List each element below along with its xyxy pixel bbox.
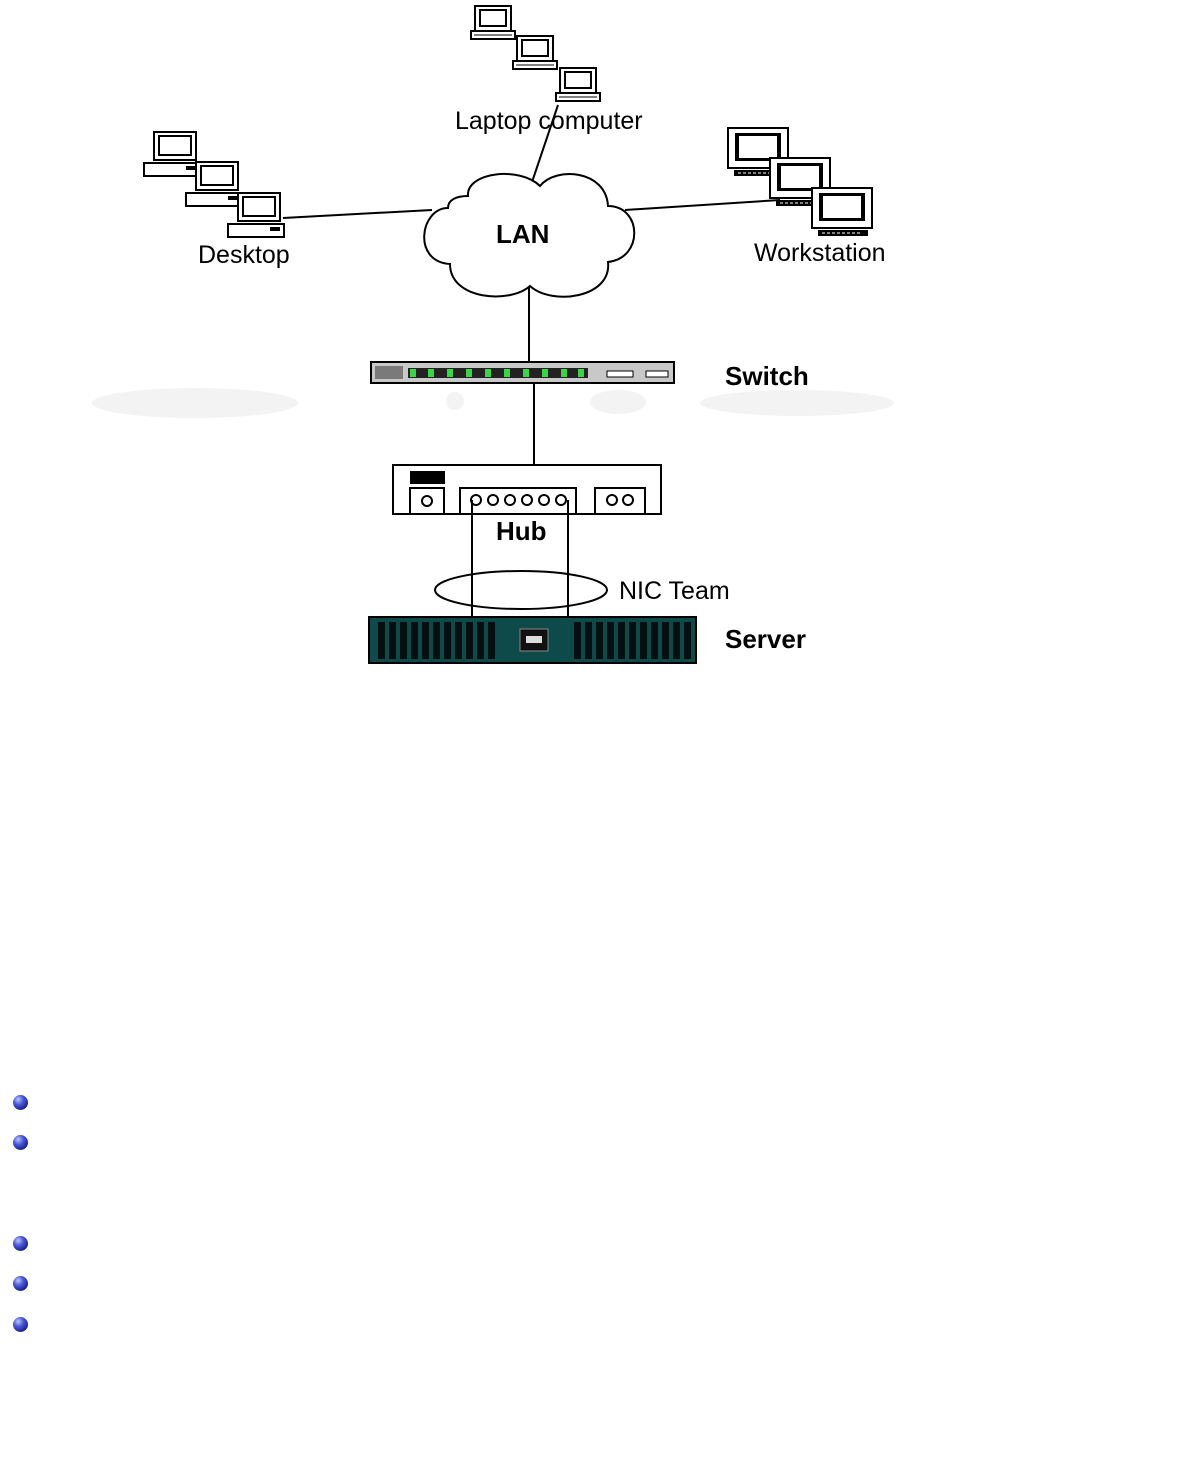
background-smudge	[92, 388, 894, 418]
network-diagram: Laptop computer Desktop Workstation LAN …	[92, 5, 894, 664]
laptop-icon	[512, 35, 558, 70]
laptop-label: Laptop computer	[455, 107, 643, 135]
server-icon	[368, 616, 697, 664]
desktop-label: Desktop	[198, 241, 290, 269]
workstation-lan-link	[624, 199, 781, 211]
lan-label: LAN	[496, 219, 549, 249]
desktop-icon	[143, 131, 201, 177]
workstation-label: Workstation	[754, 239, 886, 267]
desktop-group	[143, 131, 285, 238]
bullet-icon	[13, 1095, 28, 1110]
connection-lines	[282, 104, 781, 466]
nic-team-ellipse	[434, 570, 608, 610]
desktop-lan-link	[282, 209, 433, 219]
laptop-icon	[470, 5, 516, 40]
nic-team-label: NIC Team	[619, 577, 730, 605]
laptop-group	[470, 5, 601, 102]
hub-label: Hub	[496, 516, 547, 546]
bullet-icon	[13, 1135, 28, 1150]
server-label: Server	[725, 624, 806, 654]
laptop-lan-link	[529, 104, 559, 189]
laptop-icon	[555, 67, 601, 102]
workstation-icon	[811, 187, 873, 237]
bullet-icon	[13, 1317, 28, 1332]
switch-label: Switch	[725, 361, 809, 391]
nic-team-links	[471, 500, 569, 618]
lan-cloud-icon	[423, 173, 636, 298]
bullet-icon	[13, 1236, 28, 1251]
bullet-icon	[13, 1276, 28, 1291]
switch-icon	[370, 361, 675, 384]
workstation-group	[727, 127, 873, 237]
hub-icon	[392, 464, 662, 515]
